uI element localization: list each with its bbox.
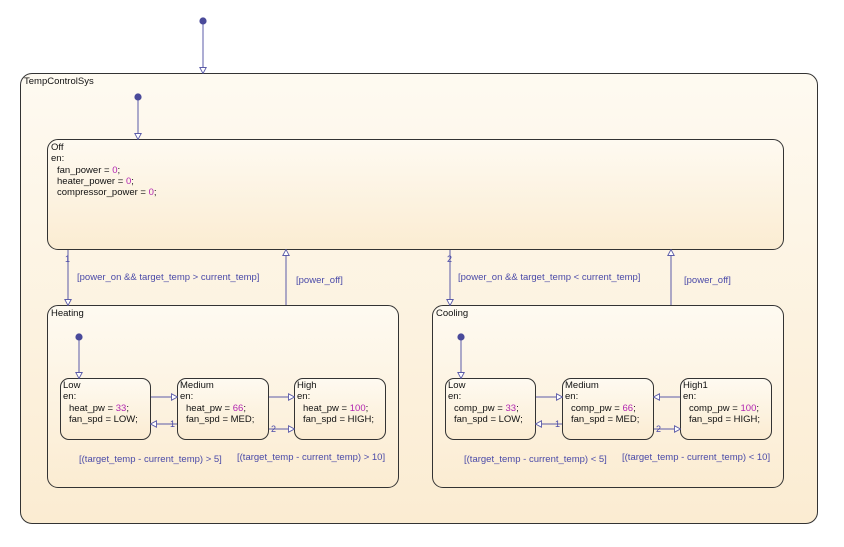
state-heating-low-action-1: heat_pw = 33; xyxy=(69,403,129,414)
default-transition-dot-top xyxy=(199,17,207,25)
state-heating-medium-label: Medium xyxy=(180,380,214,391)
state-cooling-high1-action-1: comp_pw = 100; xyxy=(689,403,759,414)
state-heating-low-action-2: fan_spd = LOW; xyxy=(69,414,138,425)
state-heating-medium-action-1: heat_pw = 66; xyxy=(186,403,246,414)
cooling-medium-to-high-priority: 2 xyxy=(656,424,662,434)
state-off-action-1: fan_power = 0; xyxy=(57,165,121,176)
state-off-action-2: heater_power = 0; xyxy=(57,176,134,187)
cooling-medium-to-high-condition[interactable]: [(target_temp - current_temp) < 10] xyxy=(622,452,771,463)
state-cooling-low-action-1: comp_pw = 33; xyxy=(454,403,519,414)
state-cooling-high1-entry: en: xyxy=(683,391,697,402)
state-off-entry-label: en: xyxy=(51,153,65,164)
transition-cooling-to-off-label[interactable]: [power_off] xyxy=(684,275,731,286)
state-cooling-low[interactable] xyxy=(445,378,536,440)
default-transition-dot-heating xyxy=(75,333,83,341)
state-cooling-medium-action-1: comp_pw = 66; xyxy=(571,403,636,414)
transition-off-cooling-priority: 2 xyxy=(447,254,453,264)
state-cooling-label: Cooling xyxy=(436,308,469,319)
heating-medium-to-low-priority: 1 xyxy=(170,419,176,429)
state-off-label: Off xyxy=(51,142,64,153)
state-cooling-medium-entry: en: xyxy=(565,391,579,402)
state-cooling-medium[interactable] xyxy=(562,378,654,440)
state-cooling-high1-label: High1 xyxy=(683,380,708,391)
state-cooling-medium-label: Medium xyxy=(565,380,599,391)
state-heating-label: Heating xyxy=(51,308,84,319)
state-heating-high-action-1: heat_pw = 100; xyxy=(303,403,369,414)
cooling-medium-to-low-priority: 1 xyxy=(555,419,561,429)
state-cooling-low-entry: en: xyxy=(448,391,462,402)
state-cooling-high1-action-2: fan_spd = HIGH; xyxy=(689,414,761,425)
state-cooling-high1[interactable] xyxy=(680,378,772,440)
state-heating-high-entry: en: xyxy=(297,391,311,402)
heating-medium-to-high-priority: 2 xyxy=(271,424,277,434)
transition-off-to-cooling-label[interactable]: [power_on && target_temp < current_temp] xyxy=(458,272,641,283)
default-transition-dot-off xyxy=(134,93,142,101)
transition-heating-to-off-label[interactable]: [power_off] xyxy=(296,275,343,286)
state-off[interactable] xyxy=(47,139,784,250)
state-cooling-low-action-2: fan_spd = LOW; xyxy=(454,414,523,425)
heating-low-to-medium-condition[interactable]: [(target_temp - current_temp) > 5] xyxy=(79,454,222,465)
state-heating-medium[interactable] xyxy=(177,378,269,440)
state-cooling-low-label: Low xyxy=(448,380,466,391)
transition-off-heating-priority: 1 xyxy=(65,254,71,264)
cooling-low-to-medium-condition[interactable]: [(target_temp - current_temp) < 5] xyxy=(464,454,607,465)
state-cooling-medium-action-2: fan_spd = MED; xyxy=(571,414,640,425)
state-heating-medium-entry: en: xyxy=(180,391,194,402)
state-heating-high[interactable] xyxy=(294,378,386,440)
state-tempcontrolsys-label: TempControlSys xyxy=(24,76,94,87)
default-transition-dot-cooling xyxy=(457,333,465,341)
state-heating-high-label: High xyxy=(297,380,317,391)
heating-medium-to-high-condition[interactable]: [(target_temp - current_temp) > 10] xyxy=(237,452,386,463)
transition-off-to-heating-label[interactable]: [power_on && target_temp > current_temp] xyxy=(77,272,260,283)
state-off-action-3: compressor_power = 0; xyxy=(57,187,157,198)
state-heating-low-entry: en: xyxy=(63,391,77,402)
state-heating-low[interactable] xyxy=(60,378,151,440)
state-heating-high-action-2: fan_spd = HIGH; xyxy=(303,414,375,425)
state-heating-low-label: Low xyxy=(63,380,81,391)
state-heating-medium-action-2: fan_spd = MED; xyxy=(186,414,255,425)
